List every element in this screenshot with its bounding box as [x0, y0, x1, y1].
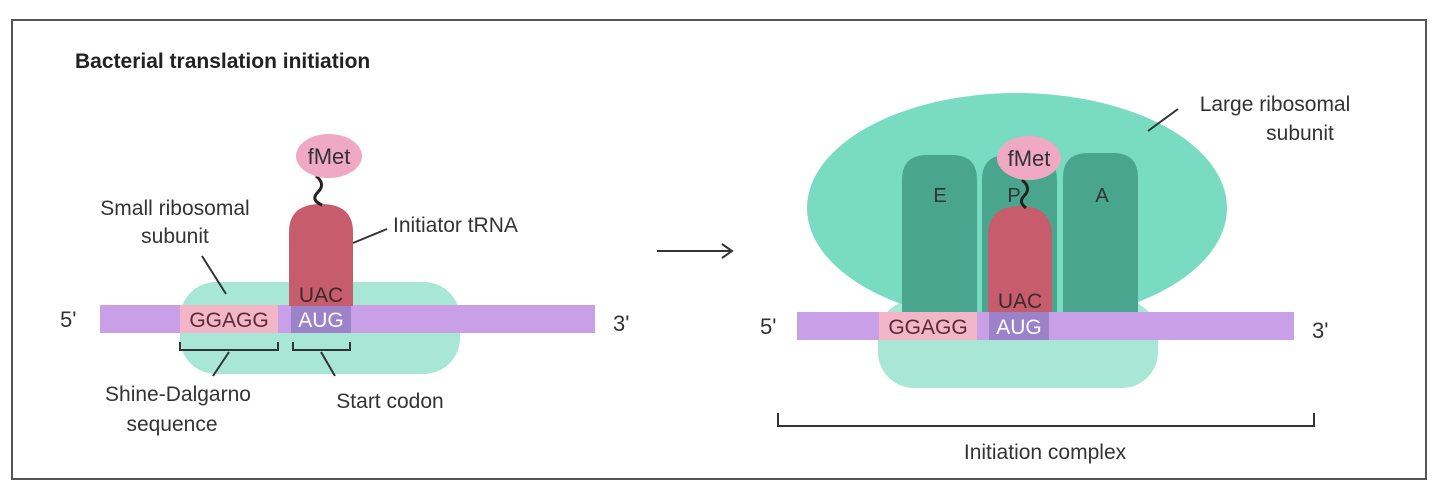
fmet-linker-right — [1019, 178, 1029, 210]
anticodon-right: UAC — [998, 290, 1042, 313]
large-subunit-pointer — [1147, 108, 1179, 132]
diagram-frame — [11, 19, 1427, 480]
start-codon-highlight-left — [291, 305, 351, 333]
start-codon-seq-left: AUG — [298, 309, 344, 332]
initiation-complex-bracket — [777, 413, 1315, 427]
shine-dalgarno-seq-right: GGAGG — [888, 316, 967, 339]
shine-dalgarno-bracket — [179, 342, 279, 351]
start-codon-bracket — [292, 342, 351, 351]
site-e-label: E — [933, 185, 946, 207]
three-prime-right: 3' — [1312, 318, 1328, 343]
shine-dalgarno-highlight-left — [180, 305, 278, 333]
initiator-trna-label: Initiator tRNA — [393, 214, 518, 237]
initiator-trna-pointer — [352, 228, 388, 244]
initiation-complex-label: Initiation complex — [964, 441, 1127, 464]
small-subunit-pointer — [201, 255, 227, 295]
site-e-block — [902, 155, 977, 316]
start-codon-seq-right: AUG — [996, 316, 1042, 339]
anticodon-left: UAC — [299, 284, 343, 307]
shine-dalgarno-highlight-right — [879, 312, 977, 340]
fmet-label-left: fMet — [308, 144, 351, 169]
shine-dalgarno-pointer — [212, 351, 230, 377]
site-a-block — [1063, 153, 1138, 316]
five-prime-left: 5' — [60, 307, 76, 332]
shine-dalgarno-seq-left: GGAGG — [189, 309, 268, 332]
right-panel: E P A fMet UAC GGAGG AUG 5' 3' Large rib… — [760, 93, 1350, 464]
small-subunit-label-line1: Small ribosomal — [100, 197, 249, 220]
large-subunit-label-line1: Large ribosomal — [1200, 93, 1351, 116]
shine-dalgarno-label-line1: Shine-Dalgarno — [105, 383, 251, 406]
progression-arrow — [657, 243, 734, 259]
left-panel: fMet UAC GGAGG AUG 5' 3' Small ribosomal… — [60, 134, 629, 436]
fmet-label-right: fMet — [1008, 146, 1051, 171]
diagram-title: Bacterial translation initiation — [75, 50, 370, 73]
start-codon-label: Start codon — [336, 390, 443, 413]
site-p-label: P — [1007, 185, 1020, 207]
start-codon-pointer — [320, 351, 336, 377]
shine-dalgarno-label-line2: sequence — [126, 413, 217, 436]
fmet-ellipse-right — [997, 136, 1061, 180]
site-a-label: A — [1095, 185, 1109, 207]
fmet-linker-left — [313, 174, 323, 207]
small-subunit-label-line2: subunit — [141, 225, 209, 248]
large-subunit-label-line2: subunit — [1266, 122, 1334, 145]
five-prime-right: 5' — [760, 314, 776, 339]
initiator-trna-left — [289, 204, 353, 306]
three-prime-left: 3' — [613, 311, 629, 336]
initiator-trna-right — [988, 206, 1052, 316]
start-codon-highlight-right — [989, 312, 1049, 340]
fmet-ellipse-left — [296, 134, 362, 178]
